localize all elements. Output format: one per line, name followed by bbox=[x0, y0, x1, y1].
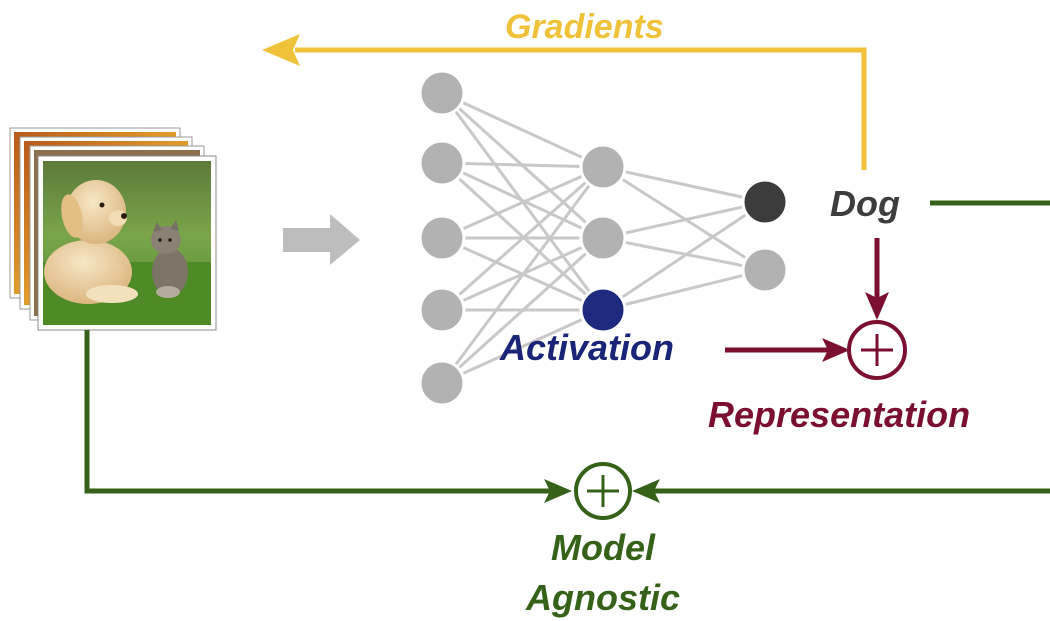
node-output-1 bbox=[741, 178, 789, 226]
left-arrow-icon bbox=[262, 34, 300, 66]
edge-input-5-hidden-1 bbox=[440, 166, 605, 384]
puppy-and-kitten-photo bbox=[37, 155, 217, 331]
node-output-2 bbox=[741, 246, 789, 294]
representation-path bbox=[725, 238, 889, 362]
network-edges bbox=[440, 91, 766, 385]
right-arrow-icon bbox=[544, 479, 572, 503]
model-agnostic-right-path bbox=[632, 200, 1050, 503]
gradients-label: Gradients bbox=[505, 8, 664, 46]
activation-label: Activation bbox=[499, 327, 674, 368]
right-arrow-icon bbox=[822, 338, 850, 362]
edge-hidden-3-output-2 bbox=[602, 268, 766, 312]
edge-input-2-hidden-2 bbox=[441, 161, 604, 240]
edge-hidden-3-output-1 bbox=[602, 200, 766, 312]
network-nodes bbox=[418, 69, 789, 407]
dog-label: Dog bbox=[830, 183, 900, 224]
edge-input-1-hidden-1 bbox=[441, 91, 604, 169]
node-hidden-2 bbox=[579, 214, 627, 262]
node-input-5 bbox=[418, 359, 466, 407]
representation-sum-node bbox=[847, 320, 907, 380]
model-agnostic-label-line2: Agnostic bbox=[525, 577, 680, 618]
edge-input-2-hidden-1 bbox=[441, 161, 604, 169]
edge-input-5-hidden-2 bbox=[440, 236, 605, 385]
left-arrow-icon bbox=[632, 479, 660, 503]
image-stack bbox=[9, 127, 217, 331]
node-input-1 bbox=[418, 69, 466, 117]
edge-input-4-hidden-1 bbox=[441, 165, 604, 312]
gradients-path bbox=[262, 34, 867, 170]
node-input-4 bbox=[418, 286, 466, 334]
model-agnostic-label-line1: Model bbox=[551, 527, 656, 568]
node-input-3 bbox=[418, 214, 466, 262]
node-hidden-3 bbox=[579, 286, 627, 334]
model-agnostic-sum-node bbox=[574, 462, 632, 520]
edge-hidden-2-output-2 bbox=[602, 236, 766, 272]
node-input-2 bbox=[418, 139, 466, 187]
representation-label: Representation bbox=[708, 394, 970, 435]
node-hidden-1 bbox=[579, 143, 627, 191]
edge-hidden-1-output-1 bbox=[602, 165, 766, 204]
down-arrow-icon bbox=[865, 292, 889, 320]
edge-input-3-hidden-1 bbox=[441, 165, 604, 240]
edge-hidden-2-output-1 bbox=[602, 200, 766, 240]
edge-input-5-hidden-3 bbox=[441, 308, 604, 385]
model-agnostic-left-path bbox=[84, 330, 572, 503]
right-arrow-icon bbox=[283, 214, 360, 265]
